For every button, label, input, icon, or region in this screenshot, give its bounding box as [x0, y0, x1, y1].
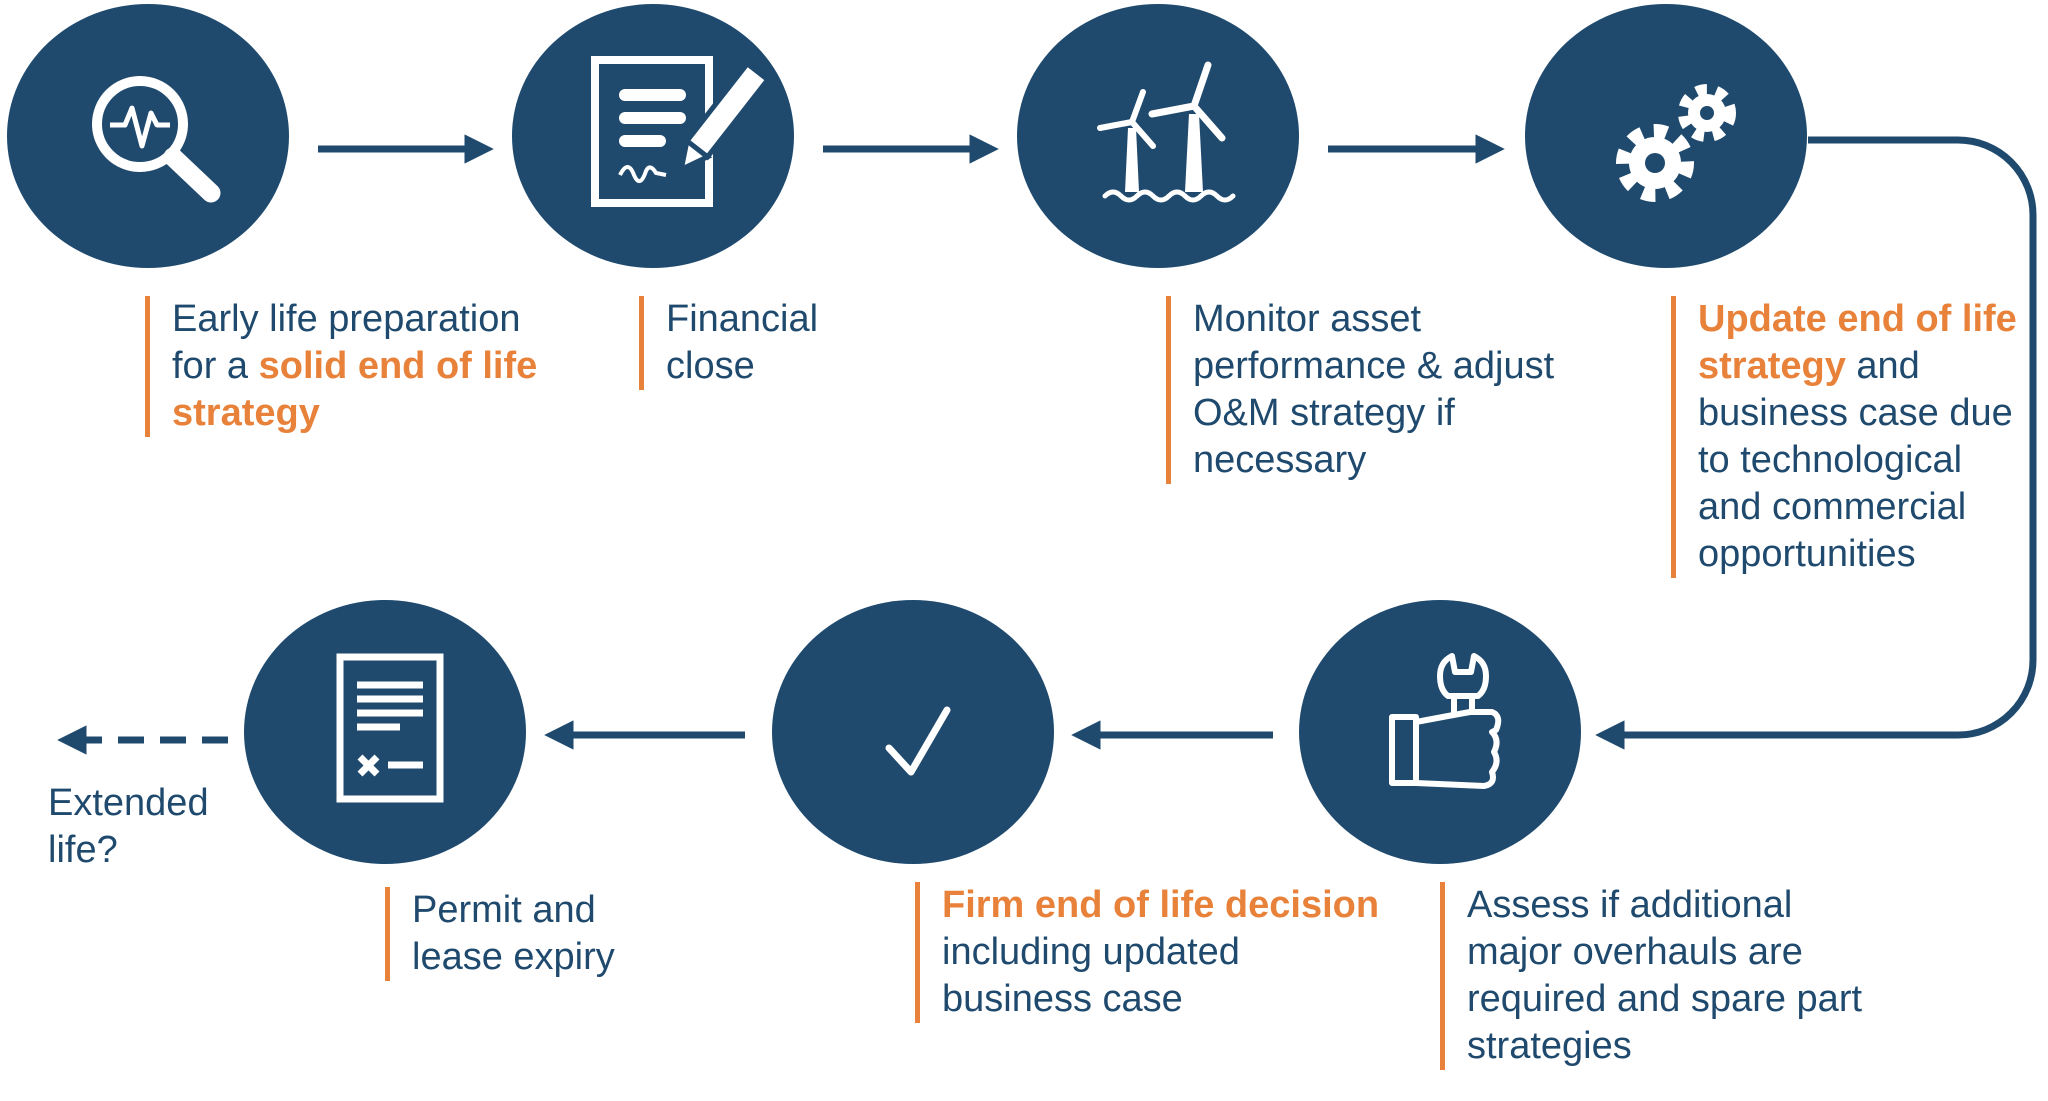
extended-life-label: Extended life?	[48, 782, 209, 871]
step2-label: Financial close	[639, 296, 906, 390]
step1-label: Early life preparation for a solid end o…	[145, 296, 572, 437]
step7-circle	[244, 600, 526, 864]
arrow-step4-to-step5	[1595, 136, 2037, 750]
checkmark-icon	[885, 706, 951, 776]
step1-circle	[7, 4, 289, 268]
step6-label: Firm end of life decision including upda…	[915, 882, 1382, 1023]
step6-circle	[772, 600, 1054, 864]
step4-circle	[1525, 4, 1807, 268]
gears-icon	[1616, 84, 1736, 202]
wind-turbines-icon	[1097, 61, 1236, 203]
step-label-highlight: Firm end of life decision	[942, 884, 1380, 926]
permit-document-icon	[336, 653, 444, 803]
step-label-text: Assess if additional major overhauls are…	[1467, 884, 1863, 1067]
hand-wrench-icon	[1389, 653, 1502, 789]
step-label-text: Early life preparation for a	[172, 298, 521, 387]
step5-label: Assess if additional major overhauls are…	[1440, 882, 1867, 1070]
step-label-text: Monitor asset performance & adjust O&M s…	[1193, 298, 1555, 481]
step5-circle	[1299, 600, 1581, 864]
step-label-text: including updated business case	[942, 931, 1240, 1020]
step4-label: Update end of life strategy and business…	[1671, 296, 2028, 578]
step-label-highlight: solid end of life strategy	[172, 345, 538, 434]
step-label-text: Permit and lease expiry	[412, 889, 615, 978]
step-label-text: and business case due to technological a…	[1698, 345, 2013, 575]
step3-label: Monitor asset performance & adjust O&M s…	[1166, 296, 1573, 484]
step-label-text: Financial close	[666, 298, 819, 387]
magnifier-pulse-icon	[92, 76, 221, 203]
step3-circle	[1017, 4, 1299, 268]
contract-pen-icon	[591, 56, 772, 207]
step-label-highlight: Update end of life strategy	[1698, 298, 2017, 387]
step7-label: Permit and lease expiry	[385, 887, 672, 981]
